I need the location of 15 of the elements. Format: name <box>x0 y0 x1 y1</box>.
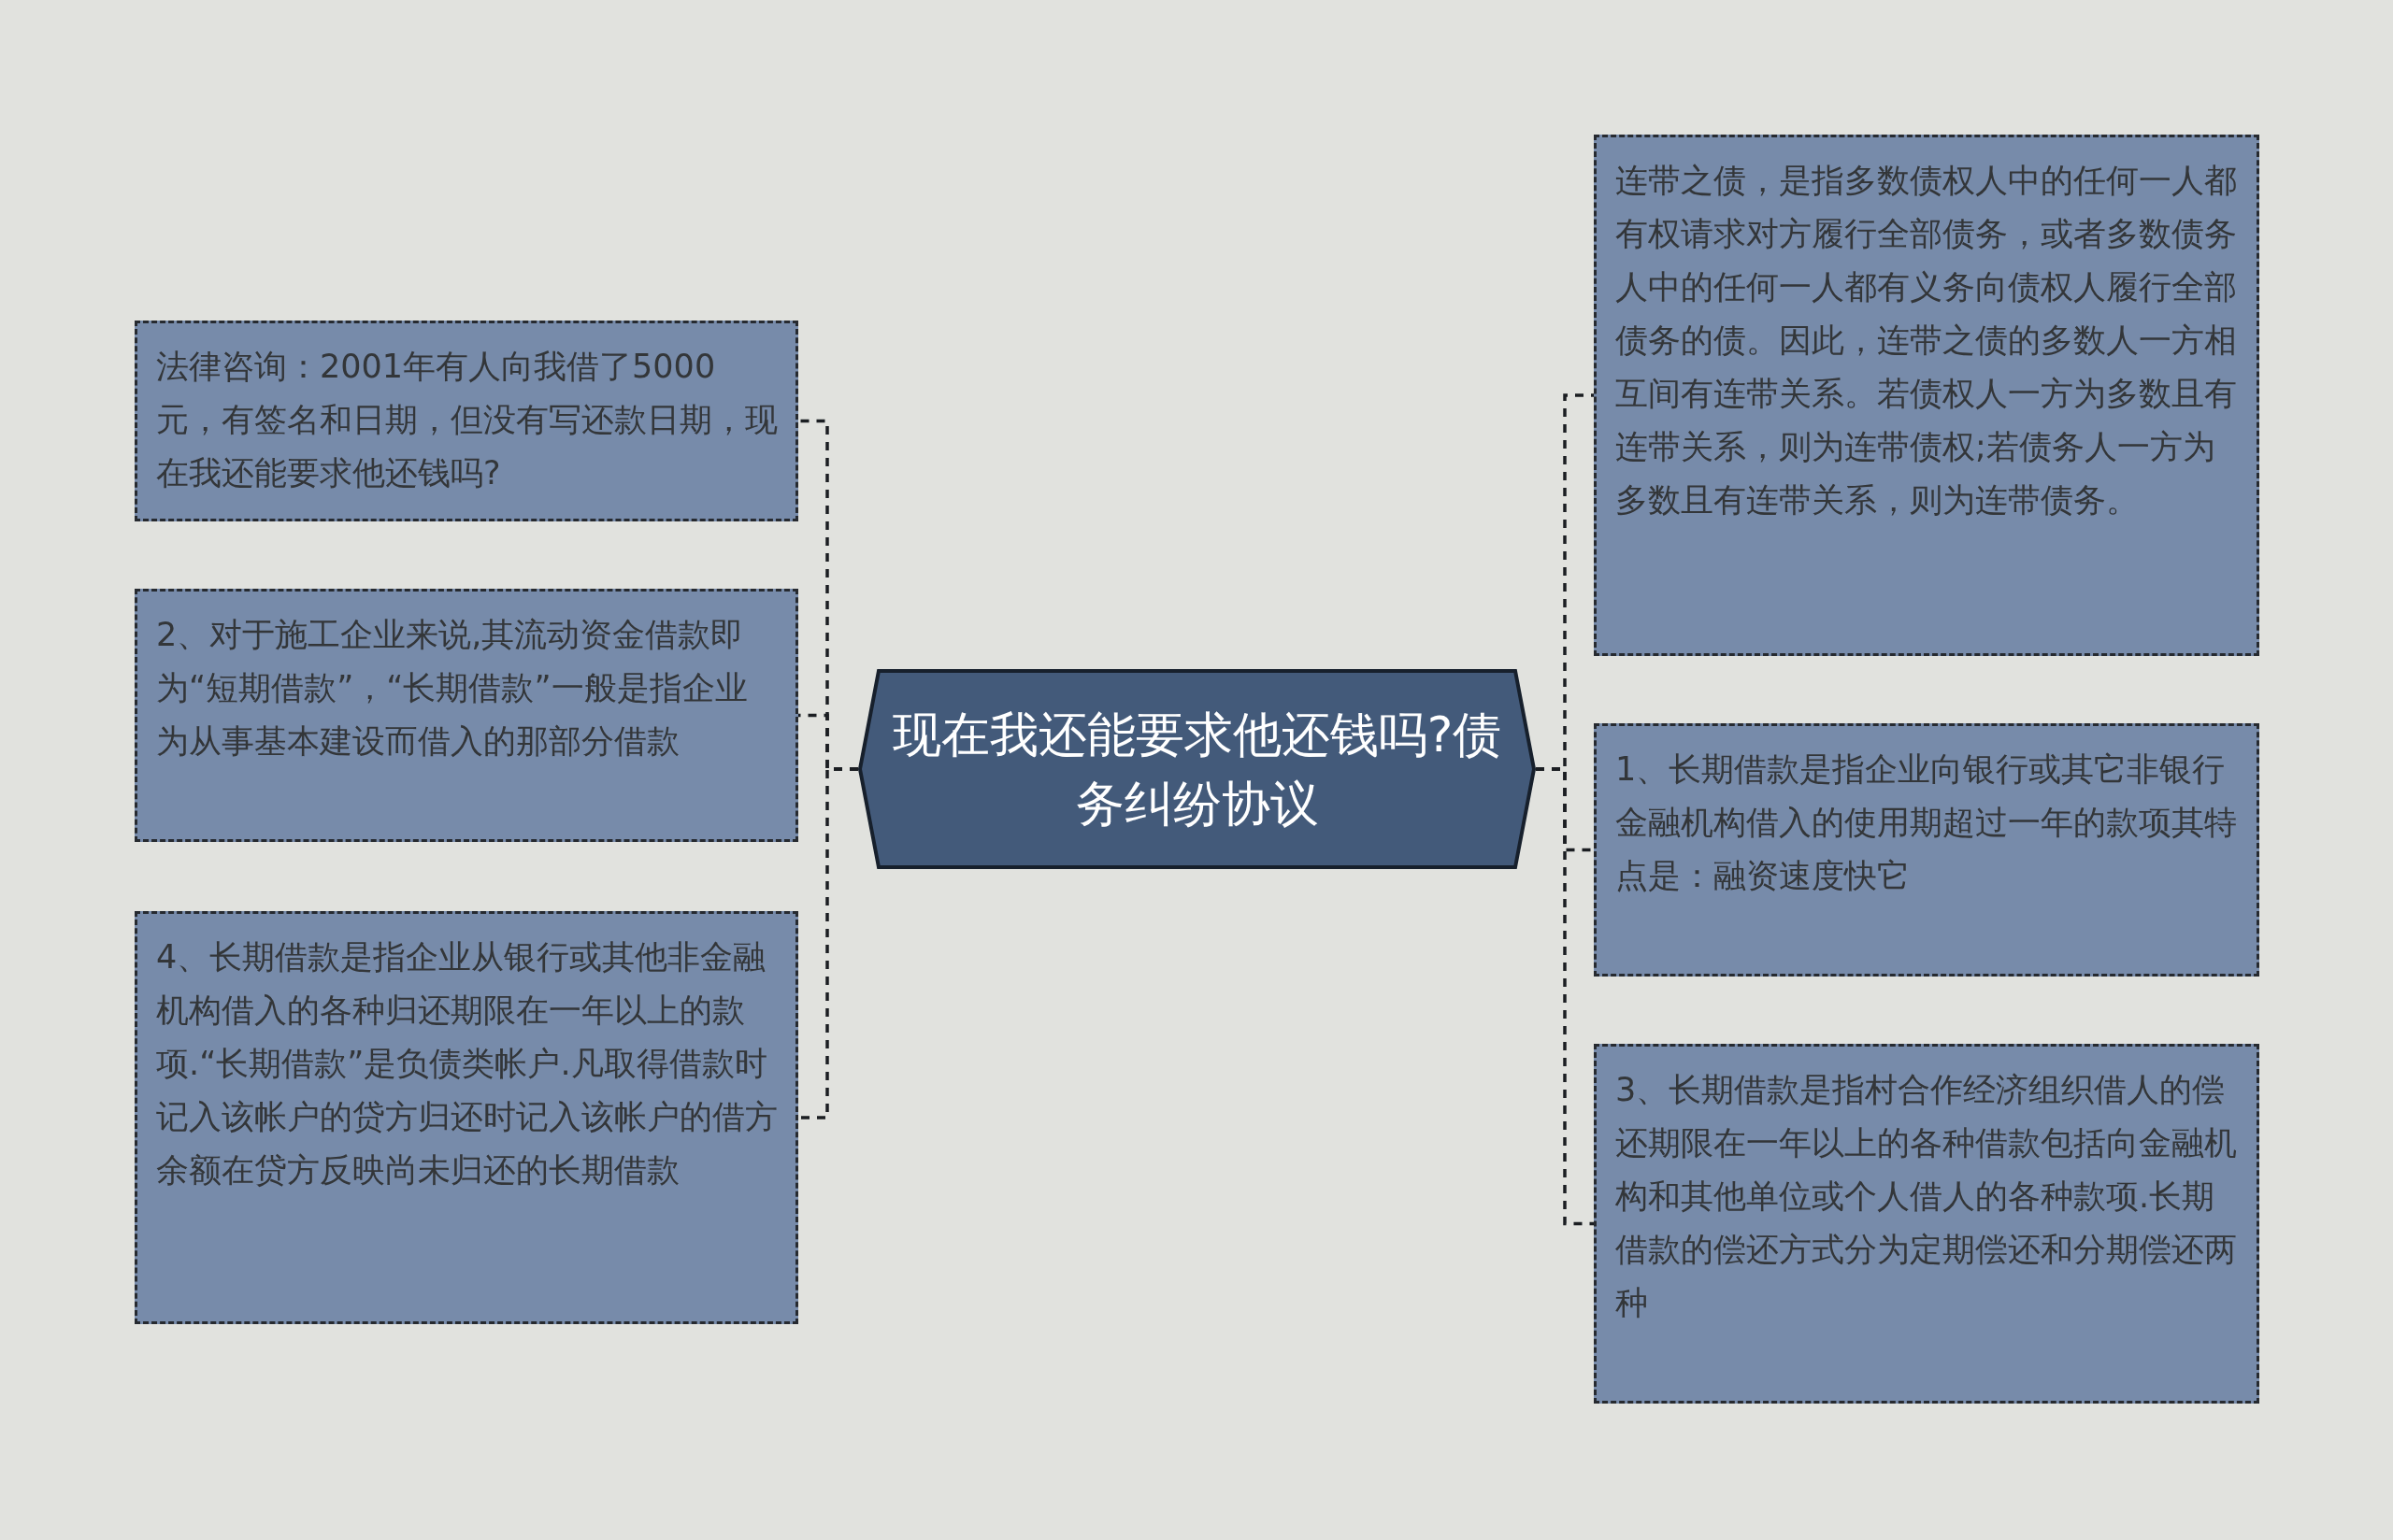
box-text: 法律咨询：2001年有人向我借了5000元，有签名和日期，但没有写还款日期，现在我还能要求他还钱吗? <box>156 347 779 493</box>
text-box <box>135 911 798 1324</box>
text-box <box>135 321 798 521</box>
box-text: 2、对于施工企业来说,其流动资金借款即为“短期借款”，“长期借款”一般是指企业为从事基本建设而借入的那部分借款 <box>156 615 749 762</box>
text-box <box>1594 1044 2259 1404</box>
box-text: 3、长期借款是指村合作经济组织借人的偿还期限在一年以上的各种借款包括向金融机构和其他单位或个人借人的各种款项.长期借款的偿还方式分为定期偿还和分期偿还两种 <box>1615 1070 2238 1323</box>
box-text: 1、长期借款是指企业向银行或其它非银行金融机构借入的使用期超过一年的款项其特点是：融资速度快它 <box>1615 749 2238 896</box>
box-text: 4、长期借款是指企业从银行或其他非金融机构借入的各种归还期限在一年以上的款项.“长期借款”是负债类帐户.凡取得借款时记入该帐户的贷方归还时记入该帐户的借方余额在贷方反映尚未归还的长期借款 <box>156 937 779 1191</box>
connector-line <box>1536 767 1594 1226</box>
topic-title: 现在我还能要求他还钱吗?债务纠纷协议 <box>891 706 1503 834</box>
connector-line <box>798 767 858 1119</box>
text-box <box>1594 723 2259 977</box>
text-box <box>135 589 798 842</box>
box-text: 连带之债，是指多数债权人中的任何一人都有权请求对方履行全部债务，或者多数债务人中的任何一人都有义务向债权人履行全部债务的债。因此，连带之债的多数人一方相互间有连带关系。若债权人一方为多数且有连带关系，则为连带债权;若债务人一方为多数且有连带关系，则为连带债务。 <box>1615 161 2238 520</box>
text-box <box>1594 135 2259 656</box>
